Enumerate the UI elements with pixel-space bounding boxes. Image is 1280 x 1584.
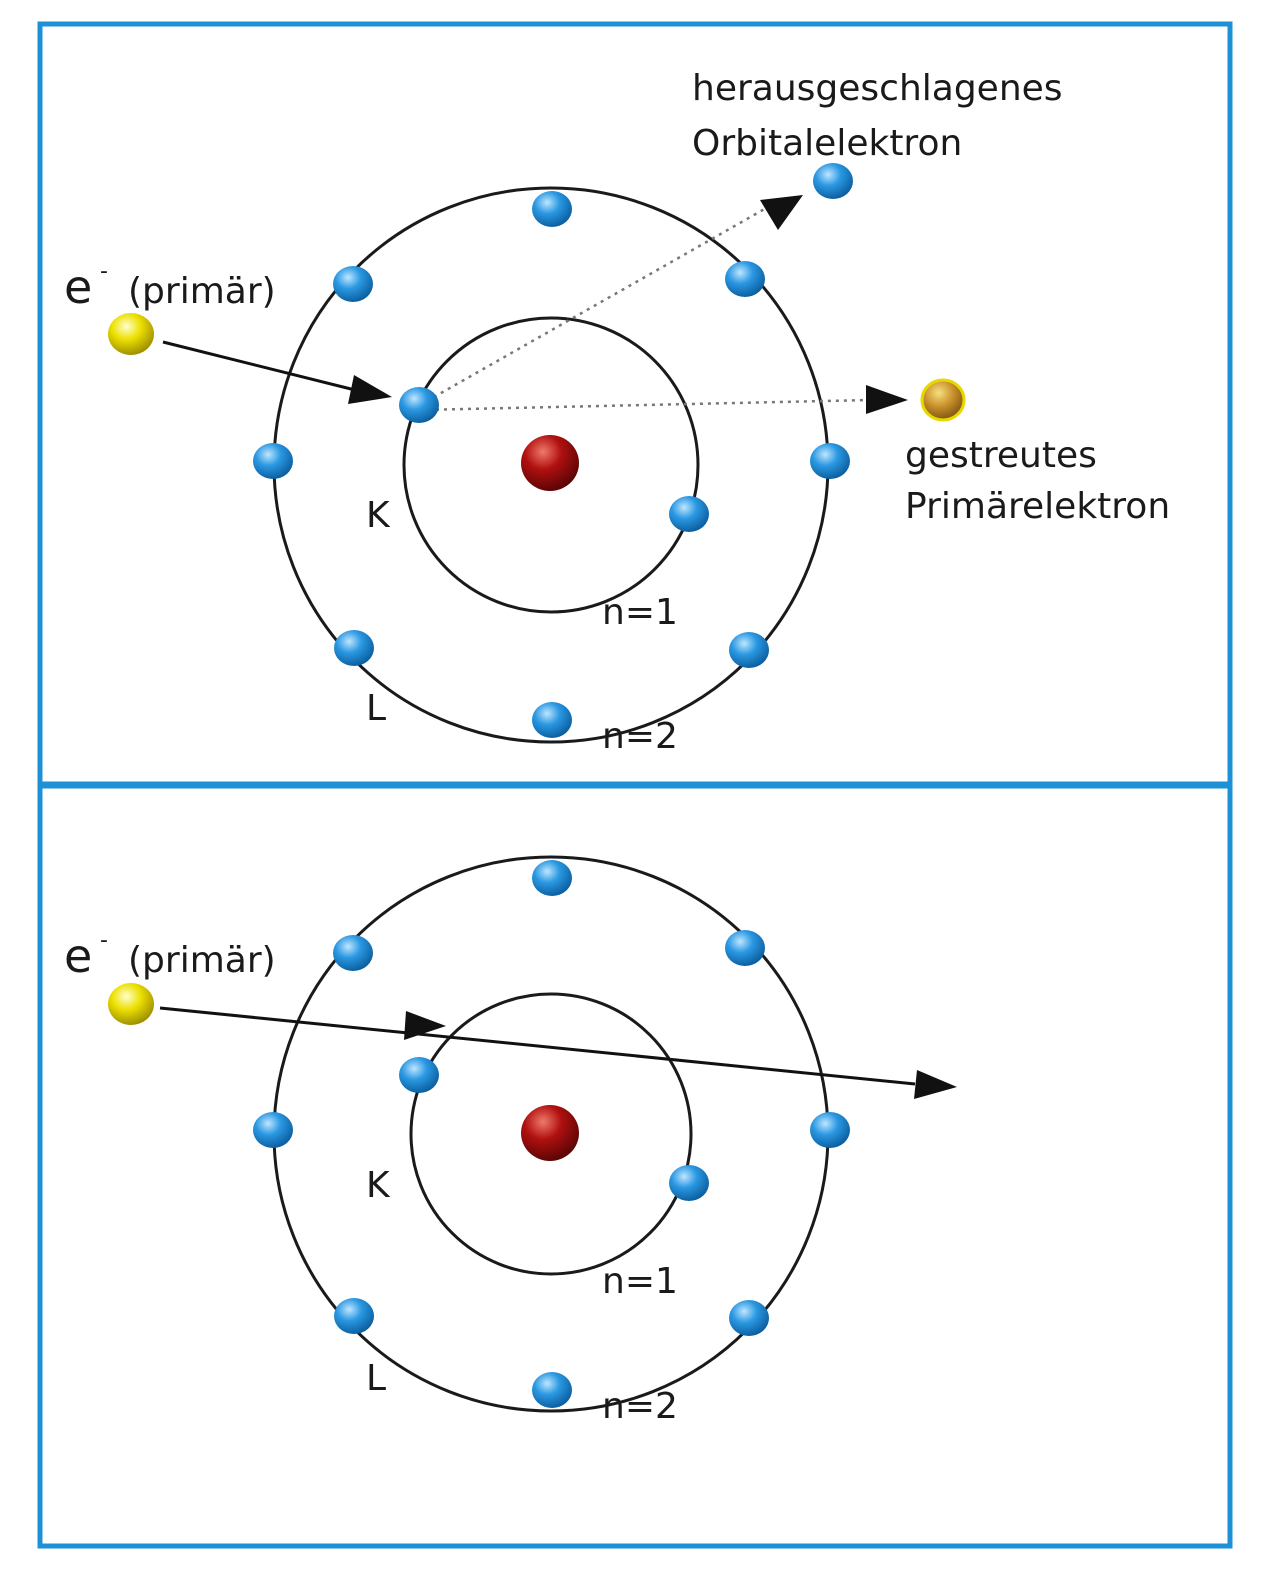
electron [669, 1165, 709, 1201]
l-shell-electrons [253, 191, 850, 738]
electron [810, 443, 850, 479]
panel-top: e - (primär) herausgeschlagenes Orbitale… [37, 21, 1233, 787]
scattered-electron-arrowhead [866, 385, 908, 414]
electron [334, 1298, 374, 1334]
orbit-k-shell [409, 992, 693, 1276]
ejected-electron-path [419, 205, 769, 407]
k-shell-electrons [399, 1057, 709, 1201]
primary-label: (primär) [128, 940, 276, 981]
n1-label: n=1 [602, 1261, 678, 1302]
primary-superscript: - [100, 259, 108, 284]
scattered-label-line2: Primärelektron [905, 486, 1170, 527]
electron [253, 1112, 293, 1148]
nucleus [521, 1105, 579, 1161]
electron [253, 443, 293, 479]
scattered-electron-path [419, 398, 871, 412]
panel-top-frame [37, 21, 1233, 787]
electron [725, 261, 765, 297]
scattered-label-line1: gestreutes [905, 435, 1097, 476]
electron [532, 191, 572, 227]
primary-electron-end-arrowhead [914, 1070, 957, 1099]
primary-symbol: e [64, 260, 92, 314]
electron [669, 496, 709, 532]
electron [532, 860, 572, 896]
panel-bottom-frame [37, 783, 1233, 1549]
primary-electron-arrowhead [348, 375, 392, 404]
electron [334, 630, 374, 666]
primary-superscript: - [100, 928, 108, 953]
scattered-primary-electron [920, 378, 966, 422]
primary-electron [108, 983, 154, 1025]
primary-electron-mid-arrowhead [404, 1011, 446, 1040]
electron [399, 1057, 439, 1093]
panel-bottom: e - (primär) K L n=1 n=2 [37, 783, 1233, 1549]
l-shell-electrons [253, 860, 850, 1408]
electron [333, 935, 373, 971]
ejected-label-line1: herausgeschlagenes [692, 68, 1063, 109]
electron [333, 266, 373, 302]
electron [729, 1300, 769, 1336]
primary-electron-path [159, 1006, 916, 1086]
shell-k-label: K [366, 495, 391, 536]
primary-symbol: e [64, 929, 92, 983]
ejected-orbital-electron [813, 163, 853, 199]
n1-label: n=1 [602, 592, 678, 633]
shell-l-label: L [366, 688, 386, 729]
electron [532, 702, 572, 738]
k-shell-electrons [399, 387, 709, 532]
primary-electron [108, 313, 154, 355]
primary-label: (primär) [128, 271, 276, 312]
primary-electron-path [162, 340, 356, 392]
n2-label: n=2 [602, 716, 678, 757]
electron-struck [399, 387, 439, 423]
orbit-k-shell [402, 316, 700, 614]
electron [729, 632, 769, 668]
electron [532, 1372, 572, 1408]
n2-label: n=2 [602, 1386, 678, 1427]
shell-l-label: L [366, 1358, 386, 1399]
nucleus [521, 435, 579, 491]
shell-k-label: K [366, 1165, 391, 1206]
ejected-label-line2: Orbitalelektron [692, 123, 962, 164]
electron [810, 1112, 850, 1148]
electron [725, 930, 765, 966]
ejected-electron-arrowhead [760, 195, 803, 230]
